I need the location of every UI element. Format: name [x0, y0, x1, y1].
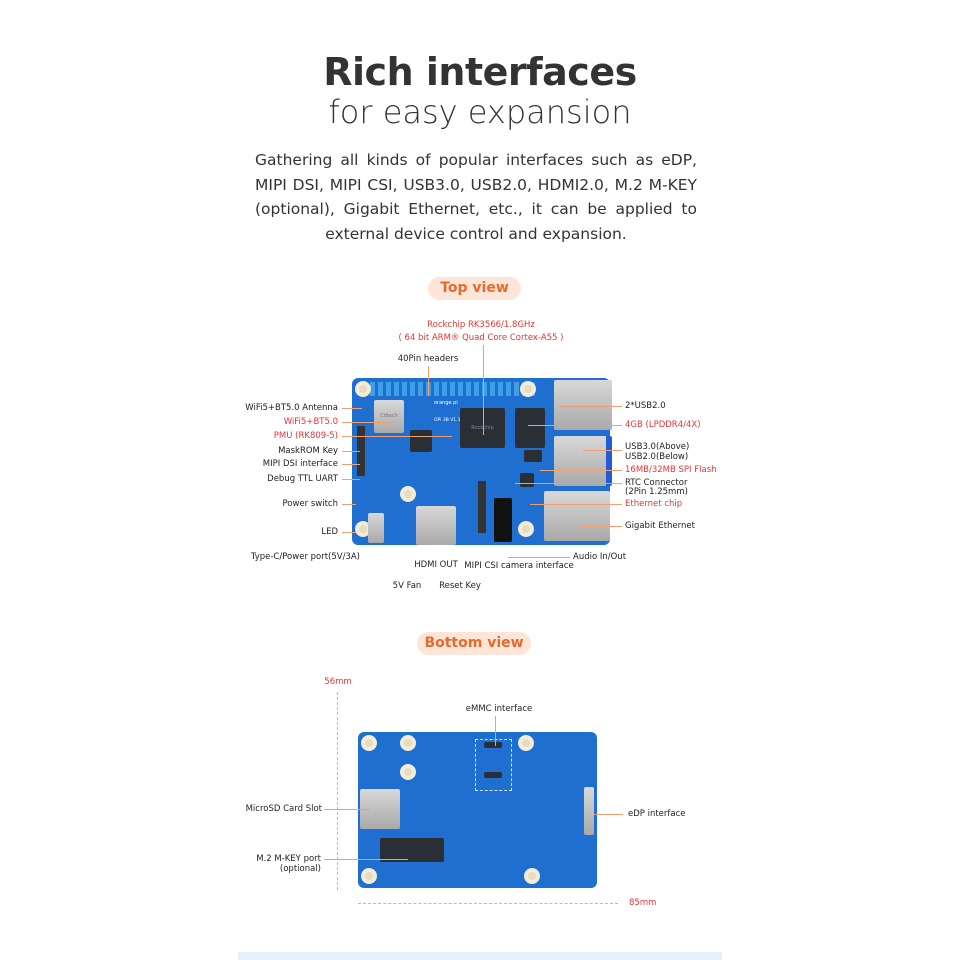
label-m2-optional: (optional): [279, 864, 321, 874]
label-reset: Reset Key: [439, 581, 481, 591]
ram-chip: [515, 408, 545, 448]
leader-line: [342, 464, 360, 465]
next-section-band: [238, 952, 722, 960]
page-title: Rich interfaces: [323, 50, 637, 94]
emmc-connector: [484, 772, 502, 778]
pmu-chip: [410, 430, 432, 452]
emmc-connector: [484, 742, 502, 748]
mount-hole: [361, 735, 377, 751]
label-spi-flash: 16MB/32MB SPI Flash: [625, 465, 717, 475]
description: Gathering all kinds of popular interface…: [255, 151, 697, 243]
ethernet-chip: [520, 473, 534, 487]
leader-line: [342, 479, 360, 480]
height-dimension-line: [337, 692, 338, 890]
leader-line: [528, 425, 622, 426]
label-wifi: WiFi5+BT5.0: [283, 417, 338, 427]
leader-line: [428, 366, 429, 396]
leader-line: [495, 716, 496, 746]
label-typec: Type-C/Power port(5V/3A): [250, 552, 360, 562]
usb2-port: [554, 380, 612, 430]
leader-line: [483, 345, 484, 435]
label-usb2-below: USB2.0(Below): [625, 452, 689, 462]
mipi-dsi-connector: [357, 426, 365, 476]
top-view-badge: Top view: [428, 277, 521, 300]
leader-line: [324, 809, 370, 810]
bottom-view-badge: Bottom view: [417, 632, 531, 655]
leader-line: [342, 436, 452, 437]
label-ethernet-chip: Ethernet chip: [625, 499, 683, 509]
leader-line: [324, 859, 408, 860]
headers-label: 40Pin headers: [397, 354, 459, 364]
label-ram: 4GB (LPDDR4/4X): [625, 420, 701, 430]
page-subtitle: for easy expansion: [328, 93, 632, 131]
label-edp: eDP interface: [628, 809, 686, 819]
mount-hole: [400, 764, 416, 780]
ethernet-port: [544, 491, 610, 541]
usb3-port: [554, 436, 612, 486]
leader-line: [530, 504, 622, 505]
label-mipi-dsi: MIPI DSI interface: [262, 459, 338, 469]
wifi-module: Cdtech: [374, 400, 404, 433]
brand-logo: orange pi: [434, 400, 458, 406]
label-emmc: eMMC interface: [465, 704, 533, 714]
label-gigabit: Gigabit Ethernet: [625, 521, 695, 531]
mount-hole: [520, 381, 536, 397]
label-hdmi: HDMI OUT: [414, 560, 458, 570]
leader-line: [515, 483, 622, 484]
board-bottom: [358, 732, 597, 888]
audio-jack: [494, 498, 512, 542]
leader-line: [342, 408, 362, 409]
width-dimension: 85mm: [629, 898, 657, 908]
leader-line: [342, 451, 360, 452]
leader-line: [580, 526, 622, 527]
typec-port: [368, 513, 384, 543]
leader-line: [593, 814, 623, 815]
leader-line: [540, 470, 622, 471]
label-led: LED: [321, 527, 338, 537]
mount-hole: [400, 735, 416, 751]
label-uart: Debug TTL UART: [267, 474, 338, 484]
label-power-switch: Power switch: [282, 499, 338, 509]
label-antenna: WiFi5+BT5.0 Antenna: [245, 403, 338, 413]
mount-hole: [355, 381, 371, 397]
width-dimension-line: [358, 903, 618, 904]
mount-hole: [518, 521, 534, 537]
label-microsd: MicroSD Card Slot: [245, 804, 322, 814]
label-fan: 5V Fan: [392, 581, 422, 591]
m2-slot: [380, 838, 444, 862]
label-usb3-above: USB3.0(Above): [625, 442, 690, 452]
mount-hole: [518, 735, 534, 751]
gpio-header: [370, 382, 535, 396]
spi-flash-chip: [524, 450, 542, 462]
leader-line: [342, 532, 356, 533]
soc-detail-label: ( 64 bit ARM® Quad Core Cortex-A55 ): [398, 333, 564, 343]
leader-line: [508, 557, 570, 558]
mount-hole: [400, 486, 416, 502]
label-m2: M.2 M-KEY port: [256, 854, 321, 864]
mount-hole: [361, 868, 377, 884]
height-dimension: 56mm: [324, 677, 352, 687]
label-csi: MIPI CSI camera interface: [464, 561, 574, 571]
edp-connector: [584, 787, 594, 835]
label-rtc-spec: (2Pin 1.25mm): [625, 487, 688, 497]
board-top: Cdtech orange pi OPi 3B V1.1.1 Rockchip: [352, 378, 612, 545]
emmc-area: [475, 739, 512, 791]
label-rtc: RTC Connector: [625, 478, 688, 488]
soc-chip: Rockchip: [460, 408, 505, 448]
label-pmu: PMU (RK809-5): [273, 431, 338, 441]
hdmi-port: [416, 506, 456, 545]
soc-label: Rockchip RK3566/1.8GHz: [427, 320, 535, 330]
mipi-csi-connector: [478, 481, 486, 533]
leader-line: [342, 504, 356, 505]
label-usb2: 2*USB2.0: [625, 401, 666, 411]
label-audio: Audio In/Out: [573, 552, 627, 562]
leader-line: [560, 406, 622, 407]
leader-line: [342, 422, 392, 423]
mount-hole: [524, 868, 540, 884]
leader-line: [583, 450, 622, 451]
label-maskrom: MaskROM Key: [278, 446, 338, 456]
model-text: OPi 3B V1.1.1: [434, 418, 465, 423]
